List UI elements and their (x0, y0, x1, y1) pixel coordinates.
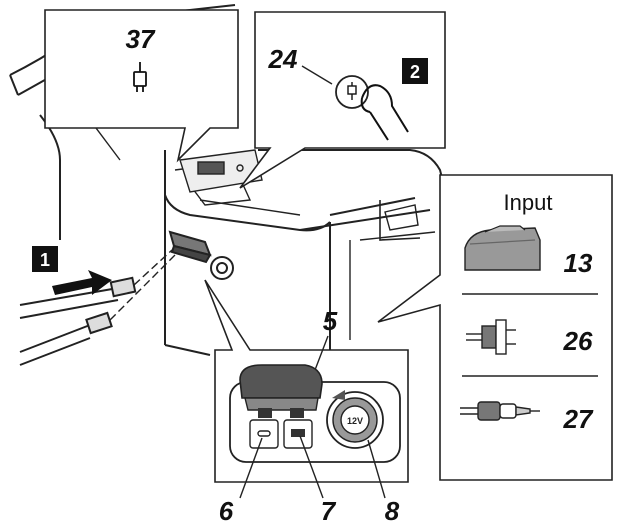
step-1-label: 1 (40, 250, 50, 270)
socket-12v-label: 12V (347, 416, 363, 426)
callout-box-ports: 5 12V 6 (204, 279, 409, 526)
ac-plug-adapter-icon (466, 319, 516, 355)
step-2-label: 2 (410, 62, 420, 82)
charging-cables (19, 249, 176, 366)
control-panel (179, 149, 263, 193)
usb-button-outline (335, 75, 369, 109)
step-1-badge: 1 (32, 246, 58, 272)
callout-6-label: 6 (219, 496, 234, 526)
usb-button-icon (347, 82, 357, 100)
callout-8-label: 8 (385, 496, 400, 526)
car-plug-adapter-icon (460, 401, 540, 421)
usb-cable-icon (133, 62, 147, 92)
callout-7-label: 7 (321, 496, 337, 526)
socket-12v: 12V (326, 390, 384, 449)
callout-box-usb: 37 (44, 9, 239, 163)
callout-24-label: 24 (268, 44, 298, 74)
battery-pack-icon (464, 225, 541, 271)
input-26-label: 26 (563, 326, 593, 356)
callout-37-label: 37 (126, 24, 156, 54)
input-panel: Input 13 26 27 (377, 174, 613, 481)
callout-5-label: 5 (323, 306, 338, 336)
callout-box-button: 24 2 (239, 11, 446, 189)
port-cover (239, 364, 323, 418)
input-13-label: 13 (564, 248, 593, 278)
usb-c-port (249, 419, 279, 449)
insert-arrow-icon (52, 270, 112, 295)
input-panel-title: Input (504, 190, 553, 215)
step-2-badge: 2 (402, 58, 428, 84)
pressing-finger-icon (361, 84, 409, 141)
usb-a-port (283, 419, 313, 449)
input-27-label: 27 (563, 404, 594, 434)
